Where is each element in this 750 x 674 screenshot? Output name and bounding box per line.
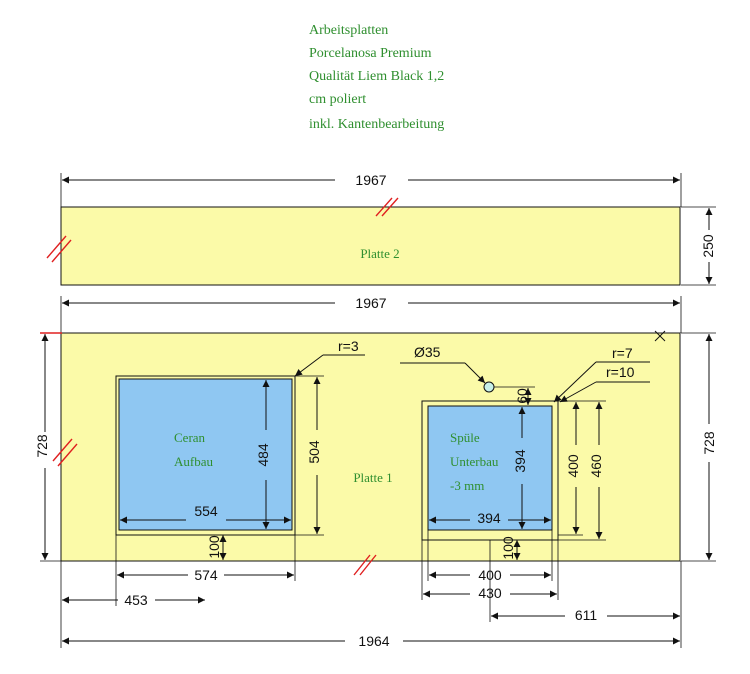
header-line-5: inkl. Kantenbearbeitung	[309, 117, 444, 132]
cooktop-label-1: Ceran	[174, 430, 206, 445]
sink-radius-inner-leader-b	[553, 361, 597, 403]
sink-inner-depth: 394	[512, 449, 528, 473]
cooktop-label-2: Aufbau	[174, 454, 213, 469]
sink-inner	[427, 405, 553, 531]
plate2-depth-dim: 250	[700, 234, 716, 258]
sink-offset-front: 100	[500, 536, 516, 560]
cooktop-inner-width: 554	[194, 503, 218, 519]
tap-hole-leader-b	[464, 362, 486, 384]
plate1-depth-right-dim: 728	[701, 431, 717, 455]
plate-2: 1967 Platte 2 250	[46, 172, 716, 286]
header-line-4: cm poliert	[309, 92, 366, 107]
cooktop-offset-front: 100	[206, 535, 222, 559]
cooktop-cutout: Ceran Aufbau r=3 554 484 504 100 574	[62, 338, 365, 608]
sink-cutout: Spüle Unterbau -3 mm Ø35 60 r=7 r=10 394…	[400, 344, 680, 623]
plate1-label: Platte 1	[353, 470, 392, 485]
cooktop-outer-outline	[115, 375, 296, 536]
header-notes: Arbeitsplatten Porcelanosa Premium Quali…	[309, 23, 444, 132]
sink-label-3: -3 mm	[450, 478, 484, 493]
cooktop-outer-depth: 504	[306, 440, 322, 464]
plate2-label: Platte 2	[360, 246, 399, 261]
plate2-slab	[60, 206, 681, 286]
plate2-break-mark-top	[375, 197, 399, 217]
plate1-depth-left-dim: 728	[34, 434, 50, 458]
plate1-break-mark-bottom	[353, 554, 377, 576]
cooktop-inner-depth: 484	[255, 443, 271, 467]
sink-depth-460: 460	[588, 454, 604, 478]
plate1-width-dim: 1967	[355, 295, 386, 311]
header-line-3: Qualität Liem Black 1,2	[309, 69, 444, 84]
plate2-width-dim: 1967	[355, 172, 386, 188]
tap-offset-dim: 60	[514, 388, 530, 404]
tap-hole-icon	[483, 381, 495, 393]
sink-depth-400: 400	[565, 454, 581, 478]
sink-radius-outer: r=10	[606, 364, 635, 380]
sink-offset-right: 611	[575, 607, 598, 623]
sink-label-2: Unterbau	[450, 454, 499, 469]
sink-radius-inner: r=7	[612, 345, 633, 361]
plate1-break-mark-left	[52, 438, 78, 467]
sink-radius-outer-leader-b	[559, 381, 597, 403]
plate1-total-dim: 1964	[358, 633, 389, 649]
header-line-2: Porcelanosa Premium	[309, 46, 432, 61]
tap-hole-dim: Ø35	[414, 344, 441, 360]
cooktop-outer-width: 574	[194, 567, 218, 583]
plate2-break-mark-left	[46, 235, 72, 263]
plate1-corner-mark	[654, 330, 666, 342]
cooktop-radius: r=3	[338, 338, 359, 354]
cooktop-offset-left: 453	[124, 592, 148, 608]
sink-inner-width: 394	[477, 510, 501, 526]
sink-label-1: Spüle	[450, 430, 480, 445]
header-line-1: Arbeitsplatten	[309, 23, 388, 38]
cooktop-radius-leader-b	[294, 354, 324, 377]
cooktop-inner	[118, 378, 293, 531]
